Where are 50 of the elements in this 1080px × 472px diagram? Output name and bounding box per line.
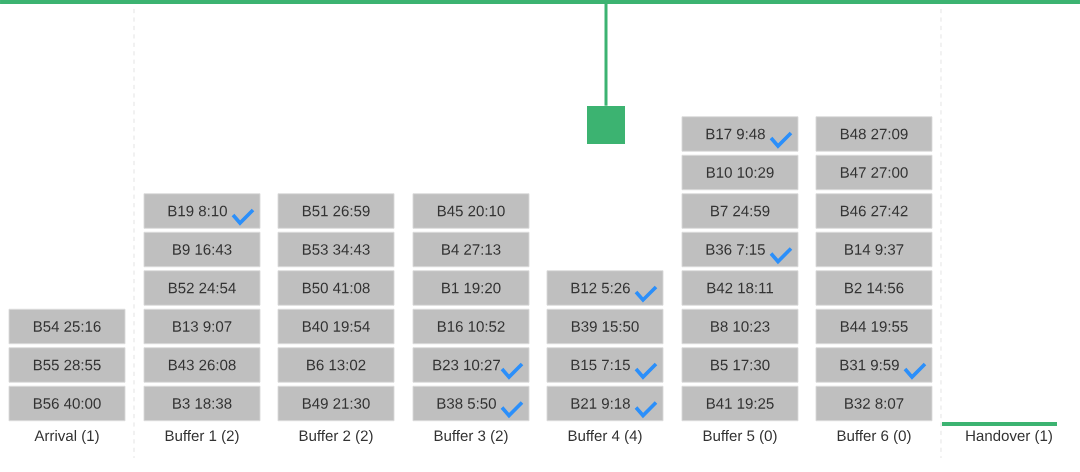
block-box: B47 27:00 [815, 154, 933, 191]
block-box: B2 14:56 [815, 270, 933, 306]
block-box: B13 9:07 [143, 308, 261, 345]
block-box: B52 24:54 [143, 270, 261, 306]
column-label: Buffer 2 (2) [299, 430, 373, 444]
block-box: B19 8:10 [143, 193, 261, 229]
block-box: B31 9:59 [815, 347, 933, 383]
block-box: B16 10:52 [412, 308, 530, 345]
hoist-line [604, 2, 608, 106]
block-box: B36 7:15 [681, 231, 799, 268]
block-box: B4 27:13 [412, 231, 530, 268]
block-box: B43 26:08 [143, 347, 261, 383]
block-box: B6 13:02 [277, 347, 395, 383]
block-box: B14 9:37 [815, 231, 933, 268]
block-box: B49 21:30 [277, 385, 395, 422]
block-box: B8 10:23 [681, 308, 799, 345]
block-box: B23 10:27 [412, 347, 530, 383]
column-label: Buffer 5 (0) [703, 430, 777, 444]
crane-trolley [587, 106, 625, 144]
block-box: B7 24:59 [681, 193, 799, 229]
column-label: Handover (1) [966, 430, 1052, 444]
block-box: B40 19:54 [277, 308, 395, 345]
block-box: B42 18:11 [681, 270, 799, 306]
block-box: B41 19:25 [681, 385, 799, 422]
block-box: B39 15:50 [546, 308, 664, 345]
block-box: B32 8:07 [815, 385, 933, 422]
block-box: B46 27:42 [815, 193, 933, 229]
block-box: B12 5:26 [546, 270, 664, 306]
column-label: Buffer 4 (4) [568, 430, 642, 444]
block-box: B50 41:08 [277, 270, 395, 306]
column-label: Buffer 1 (2) [165, 430, 239, 444]
block-box: B17 9:48 [681, 116, 799, 152]
block-box: B38 5:50 [412, 385, 530, 422]
column-label: Buffer 3 (2) [434, 430, 508, 444]
block-box: B9 16:43 [143, 231, 261, 268]
block-box: B48 27:09 [815, 116, 933, 152]
block-box: B51 26:59 [277, 193, 395, 229]
block-box: B1 19:20 [412, 270, 530, 306]
block-box: B44 19:55 [815, 308, 933, 345]
block-box: B3 18:38 [143, 385, 261, 422]
block-box: B5 17:30 [681, 347, 799, 383]
block-box: B21 9:18 [546, 385, 664, 422]
block-box: B45 20:10 [412, 193, 530, 229]
block-box: B10 10:29 [681, 154, 799, 191]
column-label: Buffer 6 (0) [837, 430, 911, 444]
block-box: B53 34:43 [277, 231, 395, 268]
block-box: B56 40:00 [8, 385, 126, 422]
block-box: B15 7:15 [546, 347, 664, 383]
block-box: B54 25:16 [8, 308, 126, 345]
block-box: B55 28:55 [8, 347, 126, 383]
